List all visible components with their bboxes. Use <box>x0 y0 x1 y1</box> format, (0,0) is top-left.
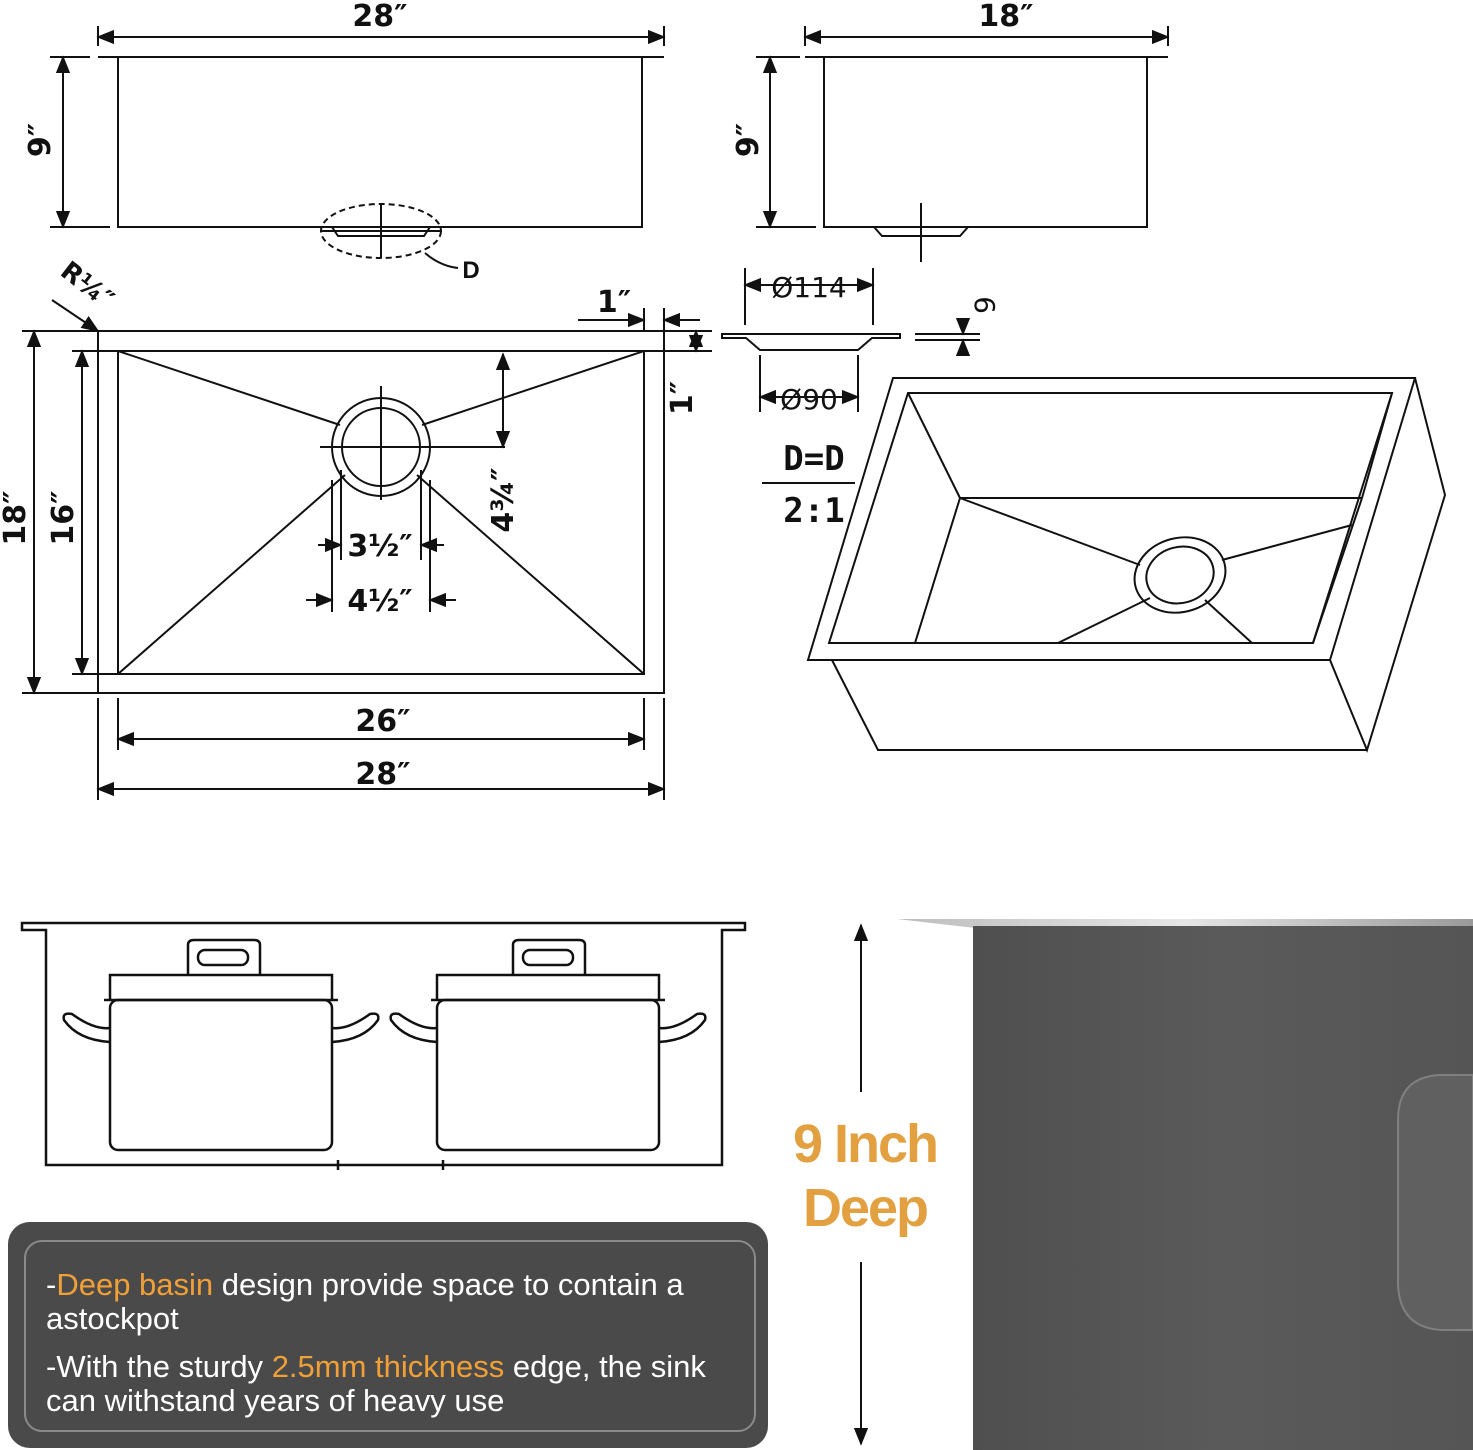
feature-deep-basin-prefix: - <box>46 1267 57 1302</box>
outer-depth-label: 18″ <box>0 490 33 545</box>
end-width-label: 18″ <box>978 0 1033 34</box>
end-view <box>756 26 1170 262</box>
drain-offset-label: 4¾″ <box>486 467 521 532</box>
feature-deep-basin: -Deep basin design provide space to cont… <box>46 1268 736 1336</box>
rim-top-label: 1″ <box>665 381 700 415</box>
pots-cross-section <box>20 921 747 1170</box>
drain-inner-label: 3½″ <box>347 529 412 564</box>
diameter-outer-label: Ø114 <box>771 271 846 304</box>
side-view <box>50 26 666 269</box>
feature-thickness-text: edge, the sink can withstand years of he… <box>46 1349 706 1418</box>
detail-marker-label: D <box>462 257 479 284</box>
inner-depth-label: 16″ <box>46 490 81 545</box>
side-length-label: 28″ <box>352 0 407 34</box>
depth-callout-line1: 9 Inch <box>792 1114 939 1174</box>
outer-length-label: 28″ <box>355 757 410 792</box>
feature-thickness-prefix: -With the sturdy <box>46 1349 272 1384</box>
side-height-label: 9″ <box>23 123 58 157</box>
feature-info-frame: -Deep basin design provide space to cont… <box>24 1240 756 1432</box>
diameter-inner-label: Ø90 <box>780 383 838 416</box>
feature-info-panel: -Deep basin design provide space to cont… <box>8 1222 768 1448</box>
end-height-label: 9″ <box>731 123 766 157</box>
top-view <box>22 299 712 800</box>
rim-right-label: 1″ <box>597 285 631 320</box>
corner-radius-label: R¼″ <box>55 256 120 316</box>
detail-title: D=D <box>783 439 844 479</box>
feature-thickness-highlight: 2.5mm thickness <box>271 1349 505 1384</box>
drain-outer-label: 4½″ <box>347 584 412 619</box>
feature-deep-basin-text: design provide space to contain a astock… <box>46 1267 684 1336</box>
inner-length-label: 26″ <box>355 704 410 739</box>
feature-deep-basin-highlight: Deep basin <box>56 1267 214 1302</box>
drain-detail <box>721 268 980 484</box>
isometric-view <box>806 377 1447 753</box>
depth-callout: 9 Inch Deep <box>790 1112 940 1240</box>
thickness-label: 6 <box>968 296 1001 314</box>
depth-callout-line2: Deep <box>802 1178 929 1238</box>
detail-scale: 2:1 <box>783 491 844 531</box>
sink-photo <box>897 919 1473 1450</box>
feature-thickness: -With the sturdy 2.5mm thickness edge, t… <box>46 1350 736 1418</box>
